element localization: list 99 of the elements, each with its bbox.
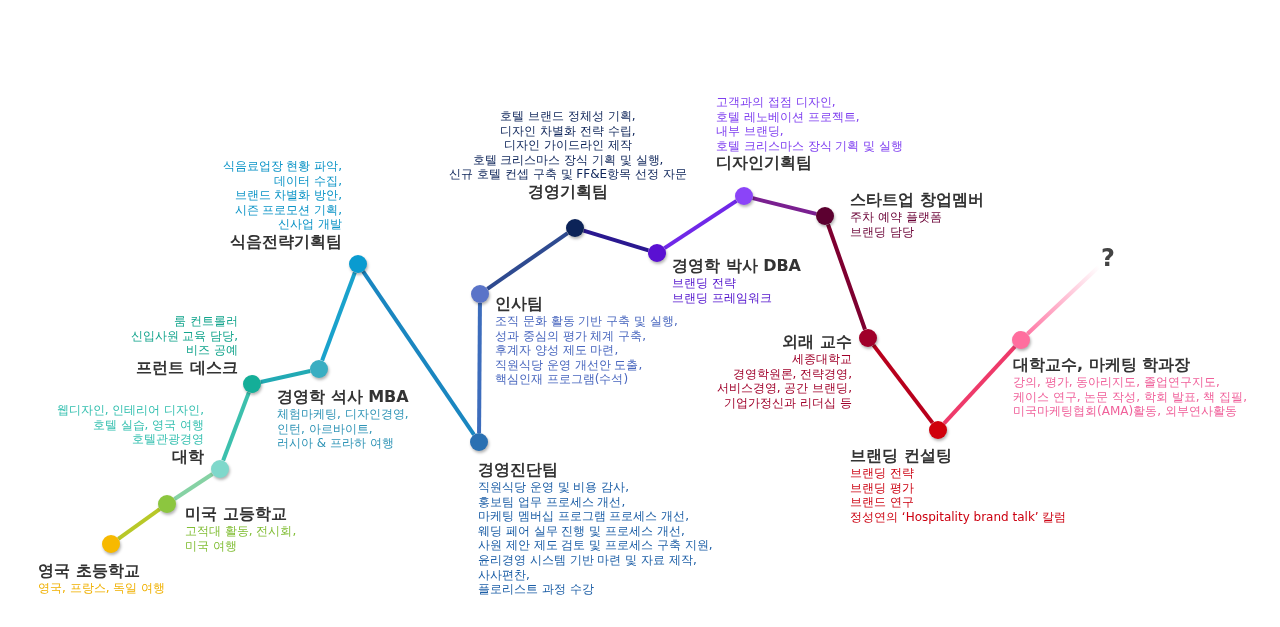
timeline-line [752,196,817,216]
timeline-line [173,472,214,501]
timeline-line [361,270,476,436]
timeline-line [663,199,738,250]
milestone-detail: 서비스경영, 공간 브랜딩, [716,381,852,396]
milestone-dot [158,495,176,513]
timeline-line [486,231,569,291]
milestone-detail: 신사업 개발 [278,217,342,232]
milestone-detail: 신규 호텔 컨셉 구축 및 FF&E항목 선정 자문 [449,167,687,182]
milestone-title: 영국 초등학교 [38,561,140,581]
milestone-detail: 사사편찬, [478,567,530,583]
milestone-detail: 사원 제안 제도 검토 및 프로세스 구축 지원, [478,538,713,553]
milestone-detail: 직원식당 운영 및 비용 감사, [478,480,630,495]
milestone-detail: 브랜딩 평가 [850,480,914,496]
milestone-detail: 신입사원 교육 담당, [130,328,238,344]
milestone-detail: 성과 중심의 평가 체계 구축, [495,328,647,344]
timeline-line [871,343,935,425]
milestone-detail: 플로리스트 과정 수강 [478,582,594,597]
milestone-title: 미국 고등학교 [185,504,287,524]
milestone-dot [1012,331,1030,349]
milestone-title: 경영진단팀 [478,460,558,480]
milestone-title: 디자인기획팀 [716,153,812,174]
milestone-detail: 호텔 크리스마스 장식 기획 및 실행 [716,138,904,154]
milestone-dot [470,433,488,451]
milestone-detail: 데이터 수집, [274,173,342,189]
milestone-detail: 비즈 공예 [186,343,238,358]
timeline-line [117,507,161,541]
milestone-detail: 호텔 실습, 영국 여행 [92,417,204,433]
milestone-title: 식음전략기획팀 [230,231,342,252]
milestone-detail: 마케팅 멤버십 프로그램 프로세스 개선, [478,509,690,524]
milestone-dot [735,187,753,205]
milestone-detail: 브랜딩 전략 [850,466,914,481]
milestone-dot [859,329,877,347]
milestone-detail: 정성연의 ‘Hospitality brand talk’ 칼럼 [850,509,1067,525]
timeline-line [260,369,311,384]
milestone-dot [243,375,261,393]
milestone-dot [566,219,584,237]
milestone-detail: 후계자 양성 제도 마련, [495,343,619,358]
milestone-detail: 웹디자인, 인테리어 디자인, [56,403,204,418]
milestone-dot [816,207,834,225]
milestone-dot [211,460,229,478]
milestone-dot [310,360,328,378]
milestone-detail: 브랜딩 전략 [672,276,736,291]
milestone-detail: 웨딩 페어 실무 진행 및 프로세스 개선, [478,523,685,539]
milestone-detail: 미국마케팅협회(AMA)활동, 외부연사활동 [1013,404,1237,419]
question-mark: ? [1101,245,1115,271]
timeline-line [320,271,357,362]
timeline-line [221,391,251,462]
milestone-detail: 미국 여행 [185,538,237,554]
timeline-line [826,223,867,331]
milestone-detail: 룸 컨트롤러 [174,314,238,329]
milestone-detail: 내부 브랜딩, [716,124,784,139]
milestone-detail: 주차 예약 플랫폼 [850,210,942,225]
timeline-line [477,303,482,433]
milestone-detail: 시즌 프로모션 기획, [234,202,342,218]
milestone-detail: 홍보팀 업무 프로세스 개선, [478,494,626,510]
milestone-title: 대학 [172,446,204,467]
milestone-dot [648,244,666,262]
milestone-detail: 식음료업장 현황 파악, [222,159,342,174]
milestone-title: 경영학 석사 MBA [277,387,409,407]
milestone-title: 대학교수, 마케팅 학과장 [1013,355,1191,375]
milestone-detail: 호텔관광경영 [132,432,204,447]
timeline-line [583,228,649,253]
milestone-detail: 세종대학교 [792,352,852,367]
milestone-detail: 브랜드 차별화 방안, [234,188,342,203]
milestone-detail: 브랜딩 프레임워크 [672,290,772,306]
milestone-detail: 디자인 차별화 전략 수립, [500,123,636,139]
milestone-detail: 호텔 레노베이션 프로젝트, [716,109,860,125]
milestone-detail: 브랜딩 담당 [850,224,914,240]
milestone-detail: 케이스 연구, 논문 작성, 학회 발표, 책 집필, [1013,389,1247,405]
milestone-detail: 윤리경영 시스템 기반 마련 및 자료 제작, [478,552,697,568]
milestone-detail: 영국, 프랑스, 독일 여행 [38,581,166,596]
milestone-detail: 디자인 가이드라인 제작 [504,138,632,153]
milestone-detail: 경영학원론, 전략경영, [732,366,852,382]
milestone-detail: 인턴, 아르바이트, [277,421,373,437]
milestone-detail: 고객과의 접점 디자인, [716,95,836,110]
milestone-title: 인사팀 [495,294,543,314]
milestone-detail: 호텔 크리스마스 장식 기획 및 실행, [472,152,664,168]
milestone-title: 경영학 박사 DBA [672,256,801,276]
milestone-detail: 직원식당 운영 개선안 도출, [495,357,643,373]
milestone-dot [102,535,120,553]
milestone-title: 스타트업 창업멤버 [850,190,984,210]
milestone-detail: 조직 문화 활동 기반 구축 및 실행, [495,314,678,329]
milestone-detail: 브랜드 연구 [850,495,914,510]
milestone-title: 브랜딩 컨설팅 [850,446,952,466]
milestone-detail: 핵심인재 프로그램(수석) [495,372,629,387]
milestone-detail: 러시아 & 프라하 여행 [277,436,394,451]
milestone-detail: 체험마케팅, 디자인경영, [277,407,409,422]
milestone-title: 경영기획팀 [528,181,608,202]
milestone-detail: 호텔 브랜드 정체성 기획, [500,109,636,124]
milestone-title: 프런트 데스크 [136,357,238,378]
timeline-line [942,345,1017,425]
milestone-dot [349,255,367,273]
milestone-detail: 고적대 활동, 전시회, [185,524,297,539]
milestone-dot [471,285,489,303]
milestone-detail: 강의, 평가, 동아리지도, 졸업연구지도, [1013,375,1220,390]
milestone-title: 외래 교수 [782,332,852,352]
milestone-detail: 기업가정신과 리더십 등 [724,395,852,411]
milestone-dot [929,421,947,439]
